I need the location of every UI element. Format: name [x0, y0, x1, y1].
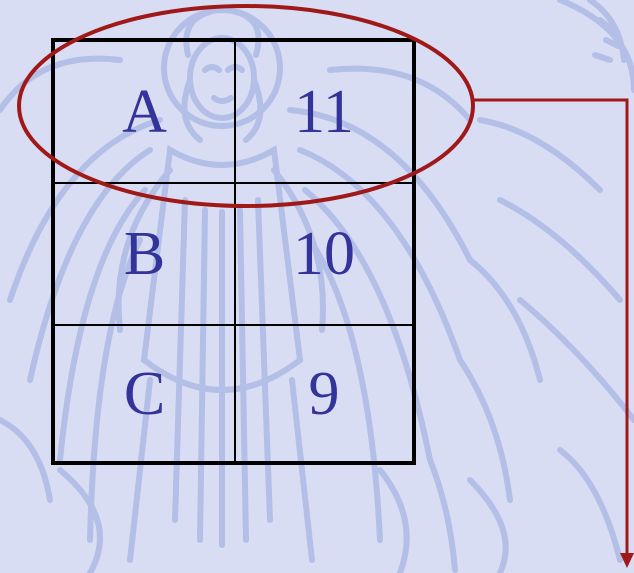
- cell-value-a: 11: [236, 42, 412, 184]
- data-table: A 11 B 10 C 9: [51, 38, 416, 465]
- cell-letter-c: C: [55, 326, 236, 461]
- cell-letter-b: B: [55, 184, 236, 326]
- cell-value-b: 10: [236, 184, 412, 326]
- cell-value-c: 9: [308, 359, 340, 428]
- cell-letter-a: A: [55, 42, 236, 184]
